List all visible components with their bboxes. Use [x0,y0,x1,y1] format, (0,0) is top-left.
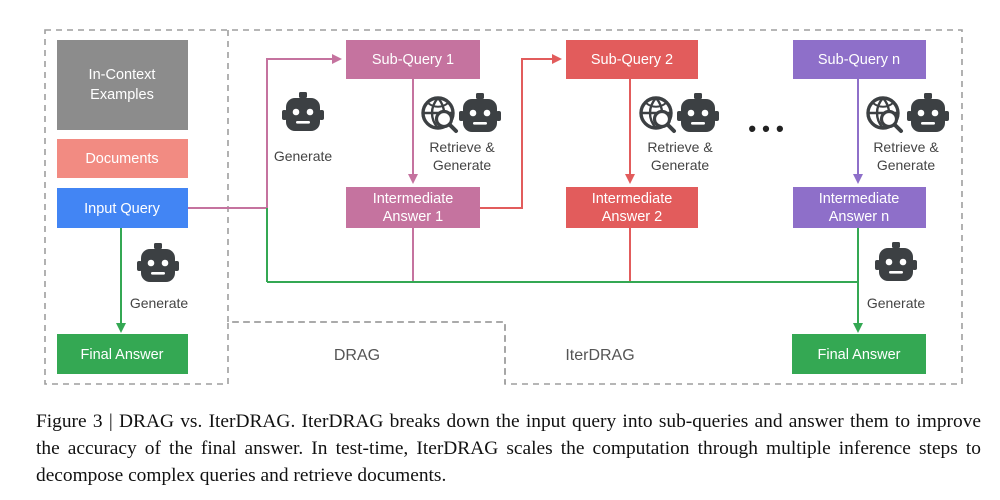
retrieve-generate-label-1a: Retrieve & [429,139,495,155]
retrieve-generate-label-na: Retrieve & [873,139,939,155]
final-answer-drag-box: Final Answer [57,334,188,374]
drag-iterdrag-diagram: In-Context Examples Documents Input Quer… [44,29,963,385]
intermediate-answer-n-box: Intermediate Answer n [793,187,926,228]
intermediate-answer-1-box: Intermediate Answer 1 [346,187,480,228]
generate-label-drag: Generate [130,295,189,311]
region-label-iterdrag: IterDRAG [565,347,634,364]
ellipsis: • • • [748,116,783,141]
globe-search-icon-2 [639,96,676,133]
robot-icon-final-generate [875,242,917,281]
generate-label-iterdrag: Generate [274,148,333,164]
retrieve-generate-label-1b: Generate [433,157,492,173]
sub-query-1-box: Sub-Query 1 [346,40,480,79]
caption-text: DRAG vs. IterDRAG. IterDRAG breaks down … [36,411,981,486]
svg-text:Intermediate: Intermediate [819,191,900,207]
svg-text:Intermediate: Intermediate [373,191,454,207]
generate-label-final: Generate [867,295,926,311]
sub-query-n-box: Sub-Query n [793,40,926,79]
svg-text:Answer 2: Answer 2 [602,209,662,225]
svg-text:Intermediate: Intermediate [592,191,673,207]
svg-text:Sub-Query n: Sub-Query n [818,52,900,68]
svg-text:In-Context: In-Context [89,67,156,83]
region-label-drag: DRAG [334,347,380,364]
documents-box: Documents [57,139,188,178]
sub-query-2-box: Sub-Query 2 [566,40,698,79]
svg-text:Input Query: Input Query [84,201,161,217]
connector-intermediate1-to-subquery2 [480,54,562,209]
retrieve-generate-label-2a: Retrieve & [647,139,713,155]
robot-icon-retrieve-n [907,93,949,132]
svg-text:Final Answer: Final Answer [817,347,900,363]
svg-text:Sub-Query 1: Sub-Query 1 [372,52,454,68]
svg-text:Answer n: Answer n [829,209,889,225]
figure-caption: Figure 3 | DRAG vs. IterDRAG. IterDRAG b… [36,408,981,489]
input-query-box: Input Query [57,188,188,228]
robot-icon-drag-generate [137,243,179,282]
final-answer-iterdrag-box: Final Answer [792,334,926,374]
robot-icon-retrieve-2 [677,93,719,132]
svg-text:Sub-Query 2: Sub-Query 2 [591,52,673,68]
svg-text:Answer 1: Answer 1 [383,209,443,225]
robot-icon-iterdrag-generate [282,92,324,131]
svg-text:Examples: Examples [90,87,154,103]
connector-input-to-subquery-1 [188,54,342,209]
svg-text:Documents: Documents [85,151,158,167]
robot-icon-retrieve-1 [459,93,501,132]
caption-prefix: Figure 3 | [36,411,120,432]
drag-region-border [44,29,963,385]
globe-search-icon-n [866,96,903,133]
intermediate-answer-2-box: Intermediate Answer 2 [566,187,698,228]
retrieve-generate-label-nb: Generate [877,157,936,173]
svg-text:Final Answer: Final Answer [80,347,163,363]
iterdrag-region-border [227,30,506,384]
retrieve-generate-label-2b: Generate [651,157,710,173]
in-context-examples-box: In-Context Examples [57,40,188,130]
globe-search-icon-1 [421,96,458,133]
